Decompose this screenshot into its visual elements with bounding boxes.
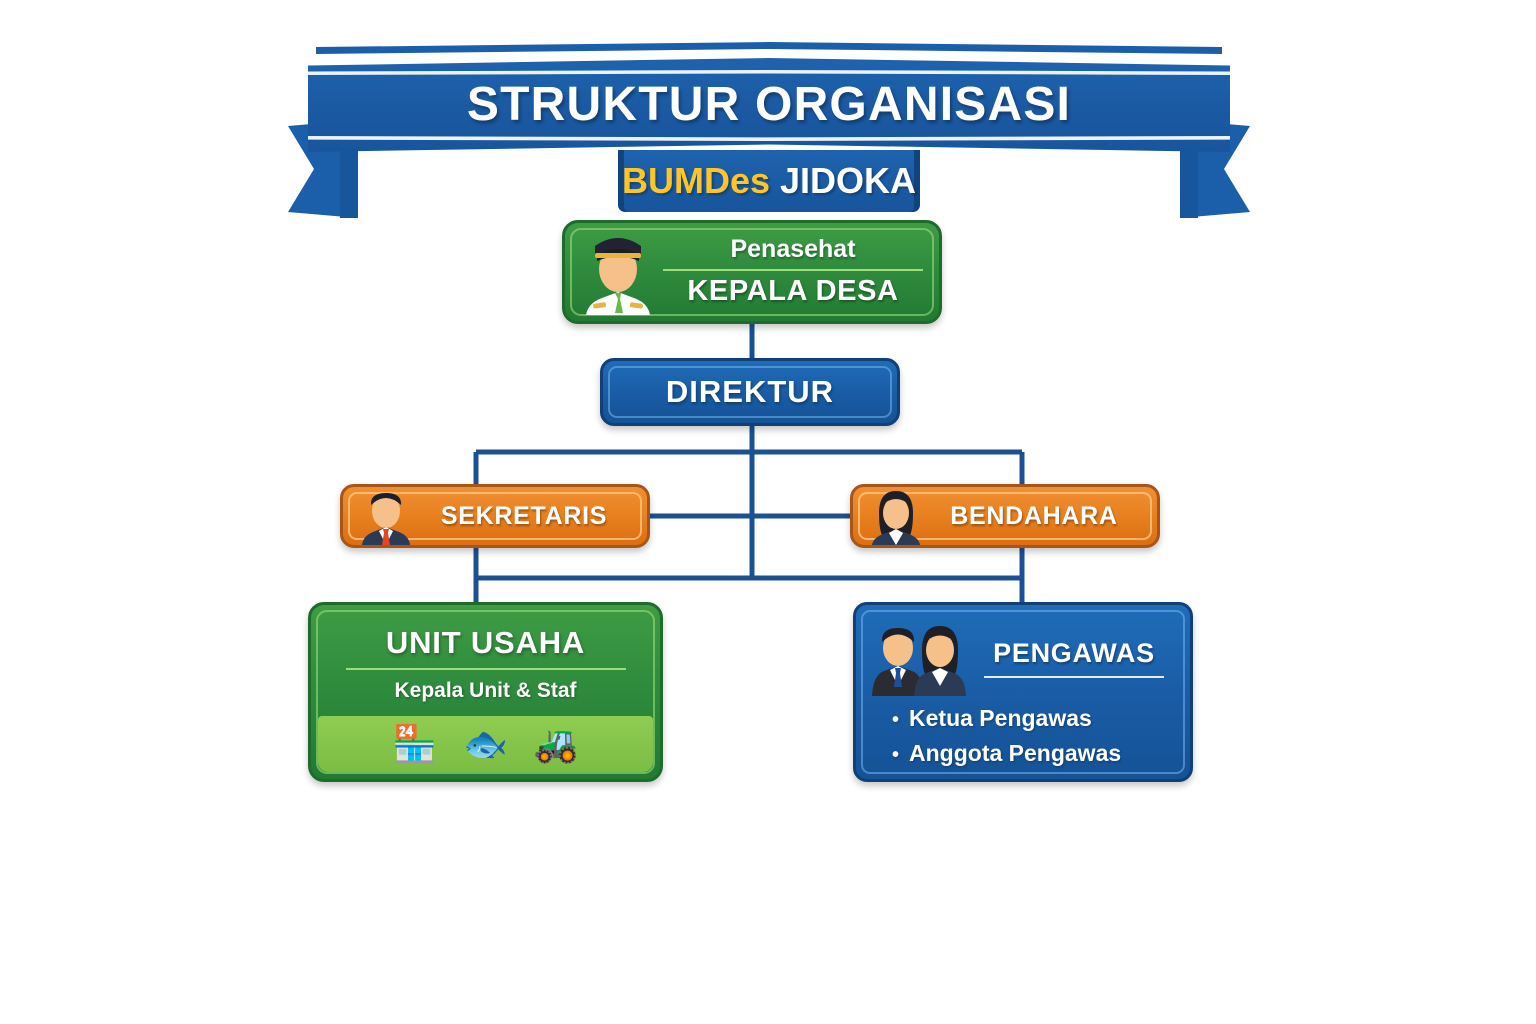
female-officer-avatar-icon xyxy=(872,491,920,545)
bendahara-label: BENDAHARA xyxy=(950,501,1118,530)
node-sekretaris[interactable]: SEKRETARIS xyxy=(340,484,650,548)
banner-subtitle-name: JIDOKA xyxy=(770,160,917,201)
title-banner: BUMDes JIDOKA STRUKTUR ORGANISASI xyxy=(288,32,1250,218)
list-item: • Ketua Pengawas xyxy=(892,705,1176,732)
bullet-icon: • xyxy=(892,744,900,766)
penasehat-name-label: KEPALA DESA xyxy=(687,274,899,307)
unit-usaha-title: UNIT USAHA xyxy=(385,625,586,660)
male-officer-avatar-icon xyxy=(362,493,410,545)
tractor-icon: 🚜 xyxy=(533,723,579,764)
pengawas-item-label: Ketua Pengawas xyxy=(909,705,1092,731)
penasehat-role-label: Penasehat xyxy=(730,235,856,264)
node-unit-usaha[interactable]: UNIT USAHA Kepala Unit & Staf 🏪 🐟 🚜 xyxy=(308,602,663,782)
banner-subtitle: BUMDes JIDOKA xyxy=(622,160,916,202)
ribbon-top-stripe xyxy=(316,42,1222,54)
pengawas-title: PENGAWAS xyxy=(993,638,1155,668)
list-item: • Anggota Pengawas xyxy=(892,740,1176,767)
ribbon-inner-stripe-bottom xyxy=(308,136,1230,141)
bullet-icon: • xyxy=(892,709,900,731)
fish-icon: 🐟 xyxy=(463,723,508,764)
banner-subtitle-brand: BUMDes xyxy=(621,160,770,201)
penasehat-divider xyxy=(663,268,923,271)
node-bendahara[interactable]: BENDAHARA xyxy=(850,484,1160,548)
main-ribbon: STRUKTUR ORGANISASI xyxy=(308,58,1230,152)
subtitle-ribbon: BUMDes JIDOKA xyxy=(622,150,916,212)
two-supervisors-avatar-icon xyxy=(872,626,966,696)
node-penasehat[interactable]: Penasehat KEPALA DESA xyxy=(562,220,942,324)
village-head-avatar-icon xyxy=(586,238,650,315)
direktur-label: DIREKTUR xyxy=(665,374,835,409)
node-pengawas[interactable]: PENGAWAS • Ketua Pengawas • Anggota Peng… xyxy=(853,602,1193,782)
unit-usaha-icon-strip: 🏪 🐟 🚜 xyxy=(318,716,653,772)
unit-usaha-subtitle: Kepala Unit & Staf xyxy=(394,679,577,702)
unit-usaha-divider xyxy=(345,668,626,670)
pengawas-list: • Ketua Pengawas • Anggota Pengawas xyxy=(892,705,1176,775)
node-direktur[interactable]: DIREKTUR xyxy=(600,358,900,426)
sekretaris-label: SEKRETARIS xyxy=(440,501,608,530)
banner-title: STRUKTUR ORGANISASI xyxy=(466,77,1072,131)
store-icon: 🏪 xyxy=(392,723,438,764)
pengawas-divider xyxy=(984,676,1164,678)
pengawas-item-label: Anggota Pengawas xyxy=(909,740,1122,766)
ribbon-inner-stripe-top xyxy=(308,70,1230,75)
